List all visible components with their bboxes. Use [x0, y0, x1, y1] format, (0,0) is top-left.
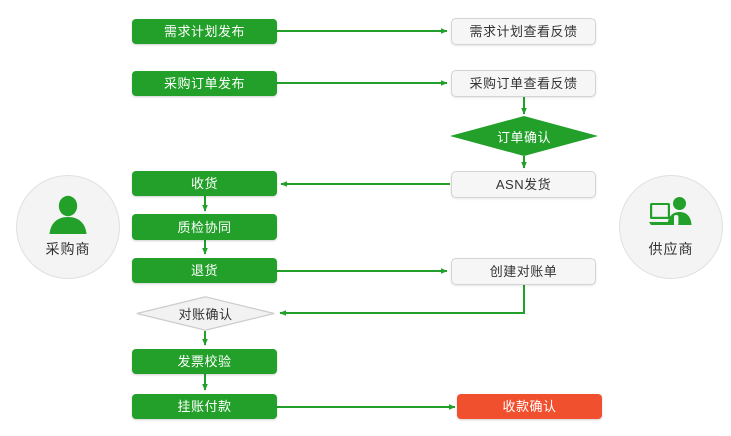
node-create-reconciliation[interactable]: 创建对账单 — [451, 258, 596, 285]
actor-supplier-label: 供应商 — [648, 241, 694, 257]
node-order-confirm[interactable]: 订单确认 — [450, 116, 598, 156]
node-purchase-order-publish[interactable]: 采购订单发布 — [132, 71, 277, 96]
node-demand-plan-view-feedback[interactable]: 需求计划查看反馈 — [451, 18, 596, 45]
node-purchase-order-view-feedback[interactable]: 采购订单查看反馈 — [451, 70, 596, 97]
diamond-shape — [136, 296, 275, 331]
node-invoice-verification[interactable]: 发票校验 — [132, 349, 277, 374]
node-quality-inspection[interactable]: 质检协同 — [132, 214, 277, 240]
actor-buyer: 采购商 — [16, 175, 120, 279]
diamond-shape — [450, 116, 598, 156]
node-reconciliation-confirm-label: 对账确认 — [178, 307, 233, 322]
person-icon — [49, 195, 87, 234]
node-receive-goods[interactable]: 收货 — [132, 171, 277, 196]
node-accrued-payment[interactable]: 挂账付款 — [132, 394, 277, 419]
node-asn-shipment[interactable]: ASN发货 — [451, 171, 596, 198]
node-reconciliation-confirm[interactable]: 对账确认 — [136, 296, 275, 331]
edge-n10-n11 — [279, 284, 525, 316]
node-demand-plan-publish[interactable]: 需求计划发布 — [132, 19, 277, 44]
actor-supplier: 供应商 — [619, 175, 723, 279]
node-return-goods[interactable]: 退货 — [132, 258, 277, 283]
person-at-computer-icon — [649, 197, 692, 226]
actor-buyer-label: 采购商 — [45, 241, 91, 257]
node-order-confirm-label: 订单确认 — [496, 129, 551, 145]
node-payment-receipt-confirm[interactable]: 收款确认 — [457, 394, 602, 419]
